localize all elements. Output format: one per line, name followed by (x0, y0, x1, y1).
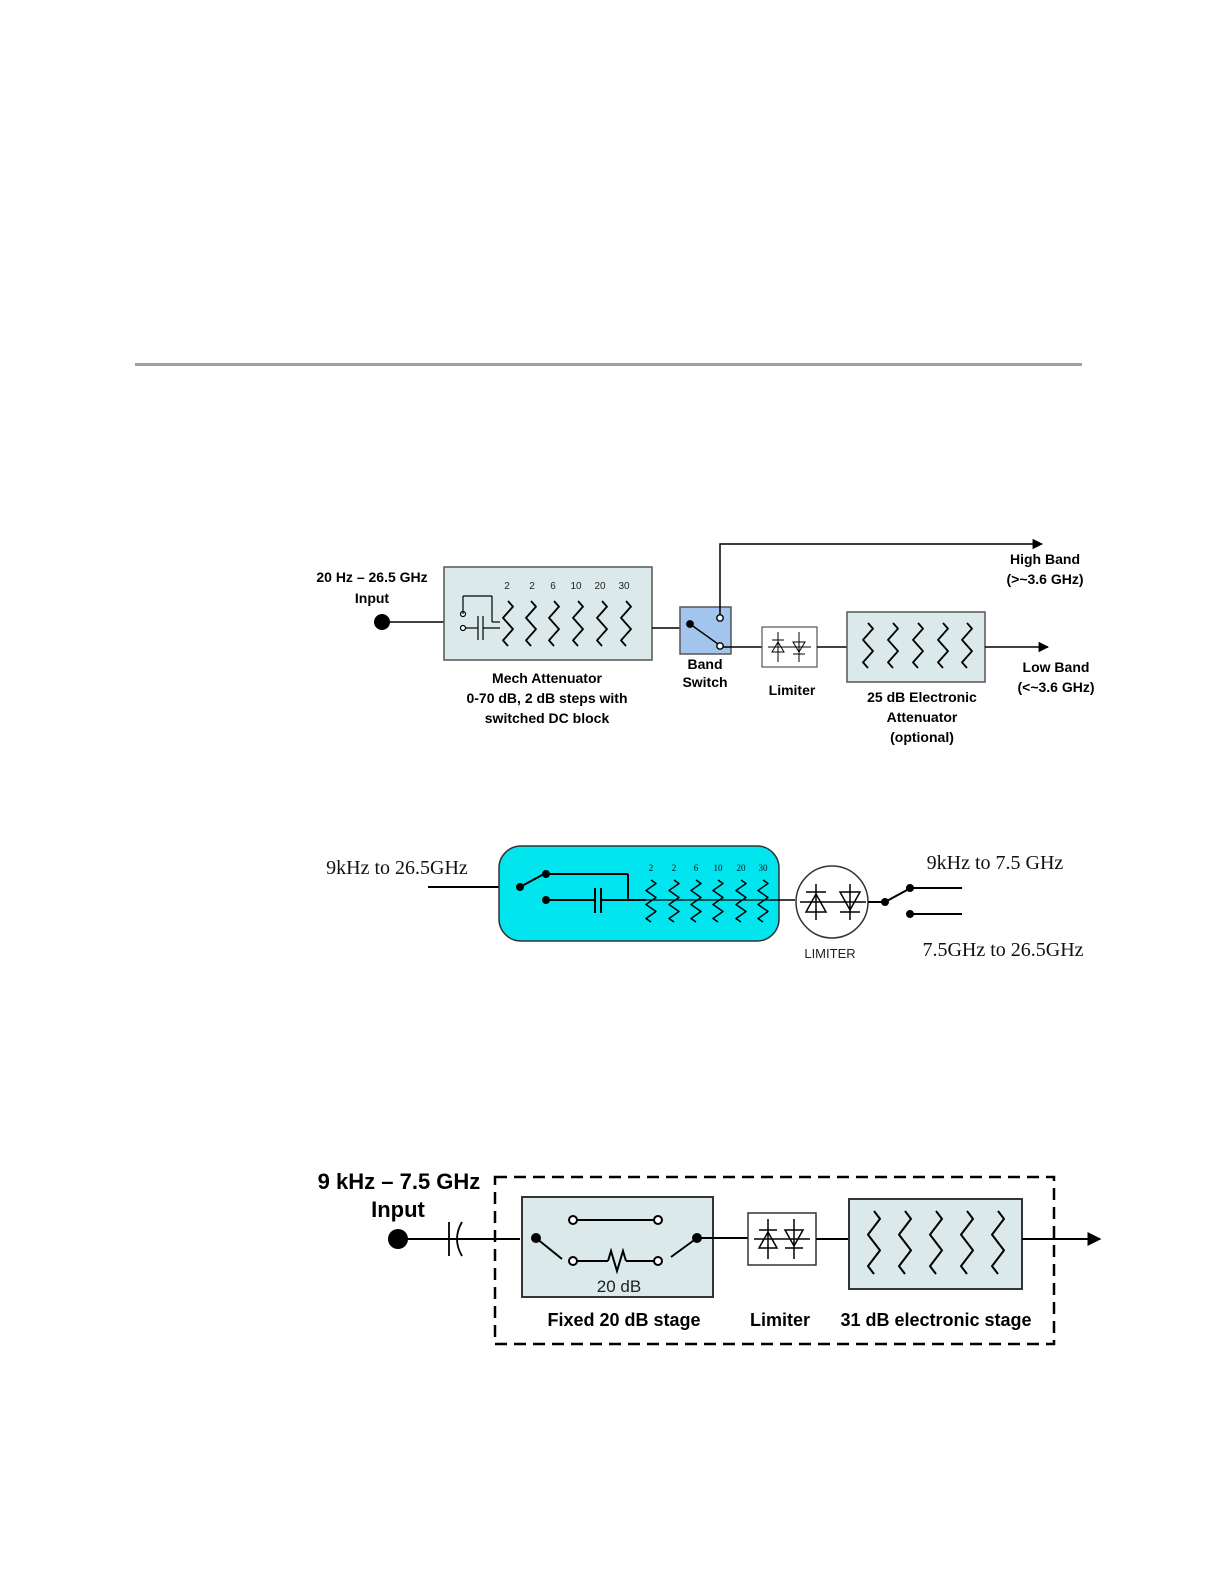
low-band-label-1: Low Band (1023, 659, 1090, 675)
input-label: 9kHz to 26.5GHz (326, 857, 468, 879)
resistor-icon (937, 622, 949, 669)
resistor-icon (961, 622, 973, 669)
dc-block-capacitor-icon (448, 1221, 463, 1257)
output-low-label: 9kHz to 7.5 GHz (927, 852, 1064, 874)
step-label: 2 (672, 863, 677, 873)
electronic-label-1: 25 dB Electronic (867, 689, 977, 705)
limiter-diodes-icon (754, 1219, 810, 1259)
limiter-diodes-icon (800, 884, 866, 920)
resistor-icon (502, 600, 514, 647)
step-label: 20 (737, 863, 747, 873)
resistor-icon (620, 600, 632, 647)
dashed-enclosure (493, 1175, 1056, 1346)
resistor-array-icon (862, 622, 973, 669)
input-label-2: Input (371, 1197, 425, 1222)
input-label-1: 20 Hz – 26.5 GHz (316, 569, 427, 585)
mech-attenuator-box (443, 566, 653, 661)
horizontal-rule (135, 363, 1082, 366)
electronic-label-2: Attenuator (887, 709, 958, 725)
output-switch-icon (868, 884, 962, 918)
electronic-label-3: (optional) (890, 729, 954, 745)
resistor-icon (912, 622, 924, 669)
resistor-icon (991, 1210, 1005, 1275)
band-switch-label-2: Switch (682, 674, 727, 690)
resistor-icon (712, 879, 724, 923)
limiter-diodes-icon (768, 632, 811, 662)
mech-attenuator-label-3: switched DC block (485, 710, 610, 726)
step-label: 10 (570, 581, 582, 592)
resistor-icon (887, 622, 899, 669)
limiter-label: LIMITER (804, 946, 855, 961)
electronic-attenuator-box (846, 611, 986, 683)
fixed-value-label: 20 dB (597, 1277, 641, 1296)
resistor-array-icon (502, 600, 632, 647)
limiter-label: Limiter (750, 1310, 810, 1330)
mech-attenuator-label-1: Mech Attenuator (492, 670, 602, 686)
dc-block-switch-icon (459, 595, 500, 640)
resistor-icon (735, 879, 747, 923)
electronic-stage-label: 31 dB electronic stage (840, 1310, 1031, 1330)
resistor-icon (862, 622, 874, 669)
resistor-icon (929, 1210, 943, 1275)
resistor-icon (867, 1210, 881, 1275)
input-label-2: Input (355, 590, 390, 606)
resistor-icon (898, 1210, 912, 1275)
step-label: 30 (759, 863, 769, 873)
diagram-electronic-attenuator: 9 kHz – 7.5 GHz Input 20 dB (318, 1169, 1102, 1346)
resistor-icon (572, 600, 584, 647)
step-label: 6 (550, 581, 556, 592)
fixed-stage-label: Fixed 20 dB stage (547, 1310, 700, 1330)
resistor-array-icon (867, 1210, 1005, 1275)
resistor-icon (668, 879, 680, 923)
mech-attenuator-label-2: 0-70 dB, 2 dB steps with (466, 690, 627, 706)
step-label: 30 (618, 581, 630, 592)
input-label-1: 9 kHz – 7.5 GHz (318, 1169, 481, 1194)
output-high-label: 7.5GHz to 26.5GHz (922, 939, 1083, 961)
resistor-icon (757, 879, 769, 923)
resistor-icon (645, 879, 657, 923)
high-band-path (719, 538, 1044, 615)
attenuator-box (498, 845, 780, 942)
step-label: 2 (649, 863, 654, 873)
fixed-stage-box (521, 1196, 714, 1298)
step-label: 10 (714, 863, 724, 873)
dc-block-switch-icon (516, 870, 646, 913)
resistor-icon (548, 600, 560, 647)
band-switch-label-1: Band (688, 656, 723, 672)
step-label: 2 (529, 581, 535, 592)
step-label: 2 (504, 581, 510, 592)
resistor-icon (596, 600, 608, 647)
resistor-array-icon (645, 879, 769, 923)
diagram-legacy-attenuator: 9kHz to 26.5GHz 2 2 6 10 20 30 (326, 845, 1084, 961)
diagram-mech-attenuator: 20 Hz – 26.5 GHz Input 2 2 6 10 20 30 (316, 538, 1095, 745)
limiter-label: Limiter (769, 682, 816, 698)
bypass-switch-icon (531, 1215, 702, 1275)
resistor-icon (690, 879, 702, 923)
step-label: 6 (694, 863, 699, 873)
low-band-label-2: (<~3.6 GHz) (1017, 679, 1094, 695)
high-band-label-2: (>~3.6 GHz) (1006, 571, 1083, 587)
high-band-label-1: High Band (1010, 551, 1080, 567)
resistor-icon (525, 600, 537, 647)
resistor-icon (960, 1210, 974, 1275)
step-label: 20 (594, 581, 606, 592)
